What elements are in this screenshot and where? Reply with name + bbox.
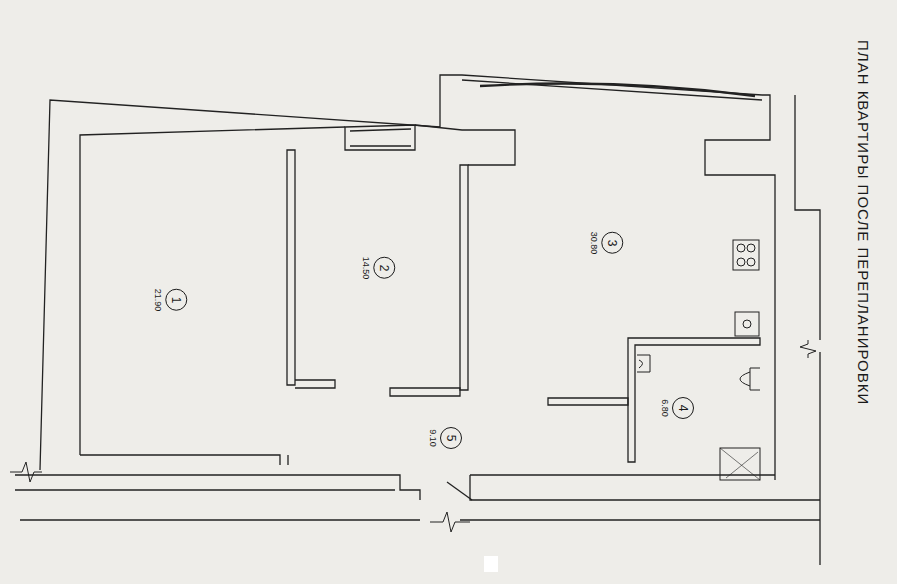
room-callout: 59.10 — [428, 427, 462, 449]
room-callout: 121.90 — [153, 289, 187, 312]
fixtures — [637, 240, 760, 480]
room-area: 14.50 — [361, 257, 371, 280]
room-callout: 214.50 — [361, 257, 395, 280]
sink-symbol — [735, 312, 759, 336]
room-number: 3 — [601, 232, 623, 254]
room-number: 4 — [672, 397, 694, 419]
room-callout: 46.80 — [660, 397, 694, 419]
plan-title: ПЛАН КВАРТИРЫ ПОСЛЕ ПЕРЕПЛАНИРОВКИ — [855, 40, 872, 405]
room-number: 2 — [373, 257, 395, 279]
shower-symbol — [720, 448, 760, 480]
room-area: 30.80 — [589, 232, 599, 255]
room-callout: 330.80 — [589, 232, 623, 255]
stove-symbol — [733, 240, 759, 270]
room-number: 5 — [440, 427, 462, 449]
room-number: 1 — [165, 289, 187, 311]
room-area: 21.90 — [153, 289, 163, 312]
paper-patch — [484, 556, 498, 572]
toilet-symbol — [740, 368, 760, 390]
basin-symbol — [637, 355, 650, 372]
room-area: 9.10 — [428, 429, 438, 447]
room-area: 6.80 — [660, 399, 670, 417]
break-lines — [10, 340, 816, 532]
walls — [15, 75, 820, 565]
